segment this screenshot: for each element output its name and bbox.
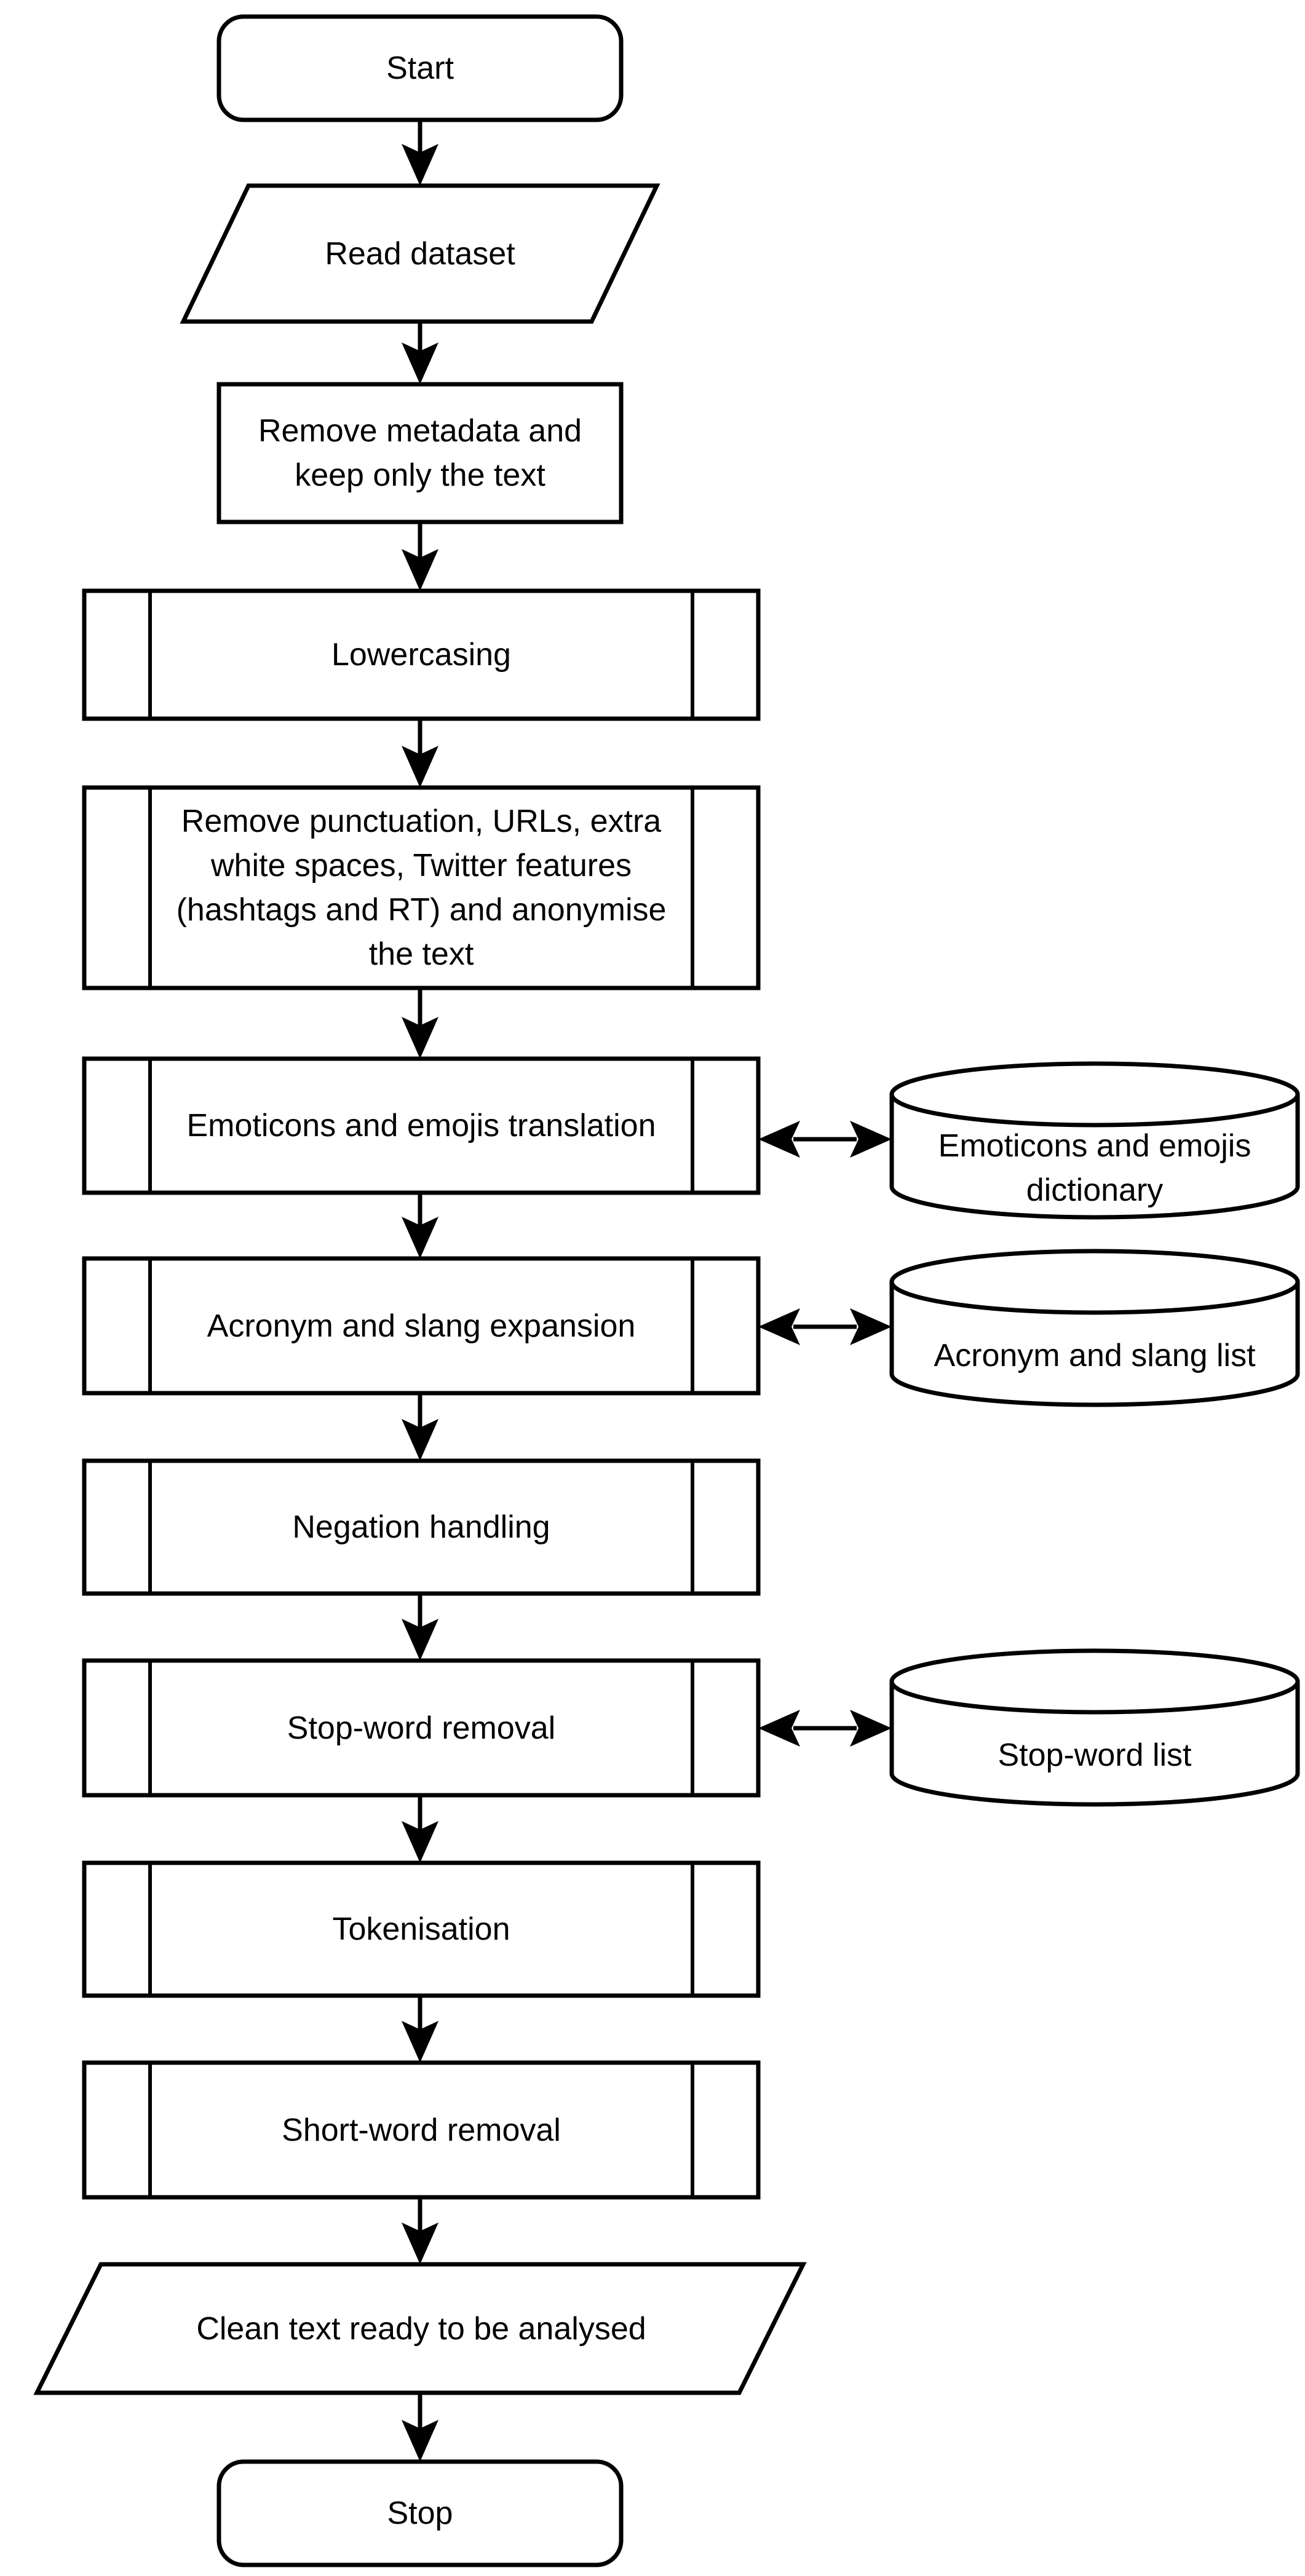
arrow-read-dataset-to-remove-metadata xyxy=(402,322,438,384)
arrow-acronym-expansion-to-negation-handling xyxy=(402,1393,438,1461)
arrow-tokenisation-to-short-word-removal xyxy=(402,1996,438,2063)
arrow-clean-text-to-stop xyxy=(402,2393,438,2462)
stop-word-list-node-label: Stop-word list xyxy=(998,1737,1192,1773)
read-dataset-node-shape xyxy=(180,183,660,324)
arrow-negation-handling-to-stop-word-removal xyxy=(402,1594,438,1661)
arrow-emoticons-translation-to-acronym-expansion xyxy=(402,1193,438,1258)
emoticons-translation-node-label: Emoticons and emojis translation xyxy=(186,1108,656,1144)
short-word-removal-node-label: Short-word removal xyxy=(282,2112,561,2148)
emoticons-dictionary-node-label: Emoticons and emojis dictionary xyxy=(938,1128,1251,1208)
start-node-label: Start xyxy=(386,50,454,86)
double-arrow-emoticons-translation-dictionary xyxy=(758,1121,892,1158)
emoticons-dictionary-node-shape xyxy=(889,1061,1300,1220)
remove-metadata-node-label: Remove metadata and keep only the text xyxy=(258,413,582,493)
arrow-remove-metadata-to-lowercasing xyxy=(402,522,438,591)
tokenisation-node-label: Tokenisation xyxy=(332,1911,510,1947)
arrow-remove-punctuation-to-emoticons-translation xyxy=(402,988,438,1059)
emoticons-translation-node-shape xyxy=(82,1056,761,1195)
arrow-short-word-removal-to-clean-text xyxy=(402,2197,438,2264)
clean-text-node-label: Clean text ready to be analysed xyxy=(196,2310,646,2347)
negation-handling-node-shape xyxy=(82,1458,761,1596)
tokenisation-node-shape xyxy=(82,1860,761,1998)
remove-punctuation-node-shape xyxy=(82,785,761,990)
lowercasing-node-label: Lowercasing xyxy=(331,637,511,673)
read-dataset-node-label: Read dataset xyxy=(325,235,515,272)
stop-node-shape xyxy=(216,2459,624,2567)
double-arrow-stop-word-removal-list xyxy=(758,1710,892,1747)
clean-text-node-shape xyxy=(33,2262,807,2395)
acronym-expansion-node-shape xyxy=(82,1256,761,1396)
acronym-list-node-shape xyxy=(889,1249,1300,1407)
negation-handling-node-label: Negation handling xyxy=(292,1509,550,1545)
acronym-expansion-node-label: Acronym and slang expansion xyxy=(207,1308,636,1344)
stop-node-label: Stop xyxy=(387,2495,453,2531)
stop-word-list-node-shape xyxy=(889,1648,1300,1807)
stop-word-removal-node-shape xyxy=(82,1658,761,1798)
remove-punctuation-node-label: Remove punctuation, URLs, extra white sp… xyxy=(176,804,667,972)
arrow-stop-word-removal-to-tokenisation xyxy=(402,1795,438,1863)
stop-word-removal-node-label: Stop-word removal xyxy=(287,1710,556,1746)
arrow-lowercasing-to-remove-punctuation xyxy=(402,719,438,788)
arrow-start-to-read-dataset xyxy=(402,120,438,186)
double-arrow-acronym-expansion-list xyxy=(758,1308,892,1345)
acronym-list-node-label: Acronym and slang list xyxy=(934,1338,1256,1373)
